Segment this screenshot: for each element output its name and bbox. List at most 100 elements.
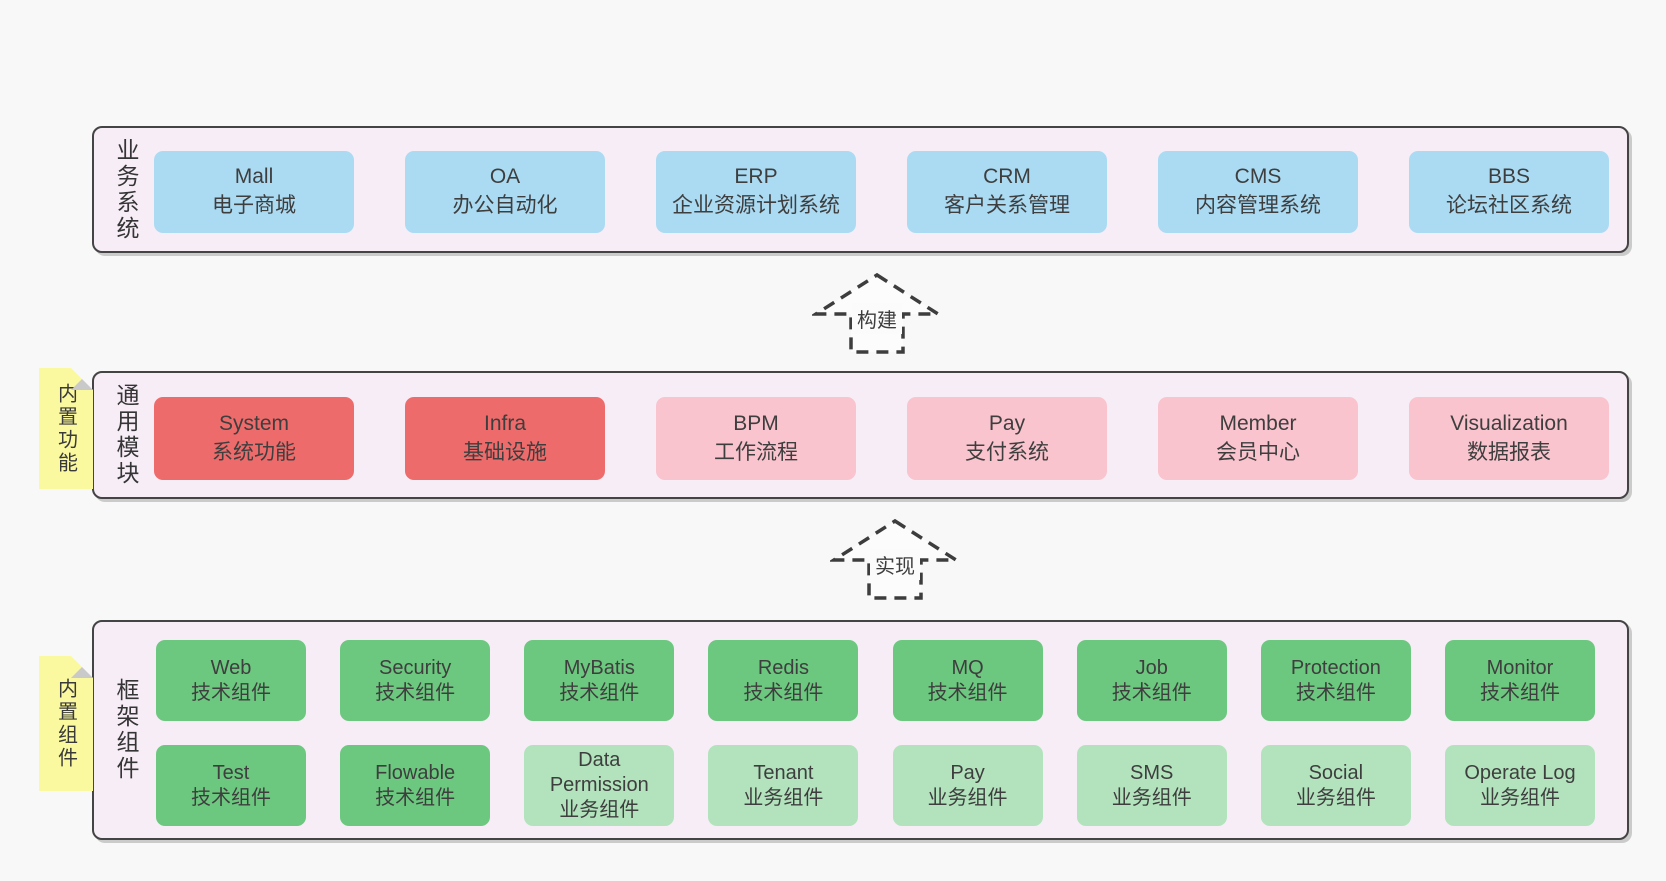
box-subtitle: 论坛社区系统 <box>1446 194 1572 217</box>
box-title: Flowable <box>375 761 456 784</box>
band-framework-components: 框架组件 Web 技术组件 Security 技术组件 MyBatis 技术组件… <box>92 620 1629 840</box>
box-title: BBS <box>1487 165 1531 189</box>
box-mall: Mall 电子商城 <box>154 151 354 233</box>
box-bpm: BPM 工作流程 <box>656 397 856 480</box>
box-title: Pay <box>988 411 1026 435</box>
box-title: OA <box>489 165 521 189</box>
build-arrow: 构建 <box>812 272 942 356</box>
folded-corner-icon <box>71 368 93 390</box>
box-subtitle: 业务组件 <box>743 786 824 809</box>
box-crm: CRM 客户关系管理 <box>907 151 1107 233</box>
box-title: MyBatis <box>563 656 635 679</box>
box-title: Tenant <box>753 761 814 784</box>
box-title: BPM <box>733 411 779 435</box>
box-visualization: Visualization 数据报表 <box>1409 397 1609 480</box>
business-components-row: Test 技术组件 Flowable 技术组件 Data Permission … <box>156 745 1595 826</box>
box-subtitle: 会员中心 <box>1216 440 1300 464</box>
box-subtitle: 技术组件 <box>559 681 640 704</box>
box-title: Security <box>379 656 452 679</box>
box-subtitle: 技术组件 <box>927 681 1008 704</box>
box-social: Social 业务组件 <box>1260 745 1411 826</box>
folded-corner-icon <box>71 656 93 678</box>
box-subtitle: 业务组件 <box>927 786 1008 809</box>
box-subtitle: 基础设施 <box>463 440 547 464</box>
box-title: Protection <box>1290 656 1381 679</box>
band-common-modules-label: 通用模块 <box>113 383 139 487</box>
box-subtitle: 业务组件 <box>1111 786 1192 809</box>
box-title: Job <box>1135 656 1168 679</box>
box-subtitle: 技术组件 <box>191 681 271 704</box>
box-subtitle: 技术组件 <box>743 681 824 704</box>
box-title: Test <box>212 761 250 784</box>
common-modules-row: System 系统功能 Infra 基础设施 BPM 工作流程 Pay 支付系统… <box>154 397 1609 480</box>
box-mybatis: MyBatis 技术组件 <box>524 640 675 721</box>
box-redis: Redis 技术组件 <box>708 640 859 721</box>
box-title: Mall <box>234 165 274 189</box>
band-business-systems: 业务系统 Mall 电子商城 OA 办公自动化 ERP 企业资源计划系统 CRM… <box>92 126 1629 253</box>
box-infra: Infra 基础设施 <box>405 397 605 480</box>
box-subtitle: 办公自动化 <box>452 194 558 217</box>
box-system: System 系统功能 <box>154 397 354 480</box>
box-job: Job 技术组件 <box>1076 640 1227 721</box>
box-web: Web 技术组件 <box>156 640 306 721</box>
box-subtitle: 系统功能 <box>212 440 296 464</box>
box-title: Visualization <box>1450 411 1568 435</box>
box-security: Security 技术组件 <box>340 640 491 721</box>
box-subtitle: 工作流程 <box>714 440 798 464</box>
box-test: Test 技术组件 <box>156 745 306 826</box>
box-title: System <box>218 411 289 435</box>
box-subtitle: 技术组件 <box>1479 681 1560 704</box>
box-subtitle: 技术组件 <box>375 786 456 809</box>
box-tenant: Tenant 业务组件 <box>708 745 859 826</box>
box-title: Pay <box>950 761 985 784</box>
box-title: SMS <box>1130 761 1174 784</box>
box-subtitle: 数据报表 <box>1467 440 1551 464</box>
box-monitor: Monitor 技术组件 <box>1444 640 1595 721</box>
build-arrow-label: 构建 <box>852 303 902 334</box>
box-member: Member 会员中心 <box>1158 397 1358 480</box>
box-title: Operate Log <box>1464 761 1576 784</box>
box-subtitle: 业务组件 <box>1295 786 1376 809</box>
box-data-permission: Data Permission 业务组件 <box>524 745 675 826</box>
tech-components-row: Web 技术组件 Security 技术组件 MyBatis 技术组件 Redi… <box>156 640 1595 721</box>
box-title: Member <box>1219 411 1297 435</box>
box-subtitle: 企业资源计划系统 <box>672 194 840 217</box>
sticky-note-text: 内置功能 <box>54 382 77 475</box>
box-erp: ERP 企业资源计划系统 <box>656 151 856 233</box>
box-subtitle: 技术组件 <box>191 786 271 809</box>
box-mq: MQ 技术组件 <box>892 640 1043 721</box>
box-subtitle: 客户关系管理 <box>944 194 1070 217</box>
band-common-modules: 通用模块 System 系统功能 Infra 基础设施 BPM 工作流程 Pay… <box>92 371 1629 499</box>
box-cms: CMS 内容管理系统 <box>1158 151 1358 233</box>
box-title: CMS <box>1234 165 1282 189</box>
box-pay-component: Pay 业务组件 <box>892 745 1043 826</box>
box-title: Redis <box>757 656 809 679</box>
box-protection: Protection 技术组件 <box>1260 640 1411 721</box>
box-title: Web <box>210 656 252 679</box>
band-business-systems-label: 业务系统 <box>113 137 139 242</box>
box-flowable: Flowable 技术组件 <box>340 745 491 826</box>
box-subtitle: 内容管理系统 <box>1195 194 1321 217</box>
box-sms: SMS 业务组件 <box>1076 745 1227 826</box>
box-title: ERP <box>734 165 778 189</box>
box-oa: OA 办公自动化 <box>405 151 605 233</box>
box-pay-module: Pay 支付系统 <box>907 397 1107 480</box>
implement-arrow-label: 实现 <box>870 549 920 580</box>
box-title: MQ <box>951 656 984 679</box>
band-framework-components-label: 框架组件 <box>113 678 139 782</box>
box-subtitle: 电子商城 <box>212 194 296 217</box>
box-subtitle: 业务组件 <box>559 799 640 821</box>
sticky-note-built-in-components: 内置组件 <box>39 656 93 791</box>
box-subtitle: 技术组件 <box>1295 681 1376 704</box>
implement-arrow: 实现 <box>830 518 960 602</box>
box-title: Social <box>1308 761 1364 784</box>
box-subtitle: 支付系统 <box>965 440 1049 464</box>
box-title: Data Permission <box>549 749 649 796</box>
box-subtitle: 业务组件 <box>1479 786 1560 809</box>
sticky-note-built-in-features: 内置功能 <box>39 368 93 489</box>
box-title: CRM <box>983 165 1031 189</box>
business-systems-row: Mall 电子商城 OA 办公自动化 ERP 企业资源计划系统 CRM 客户关系… <box>154 151 1609 233</box>
box-title: Infra <box>483 411 527 435</box>
sticky-note-text: 内置组件 <box>54 677 77 770</box>
